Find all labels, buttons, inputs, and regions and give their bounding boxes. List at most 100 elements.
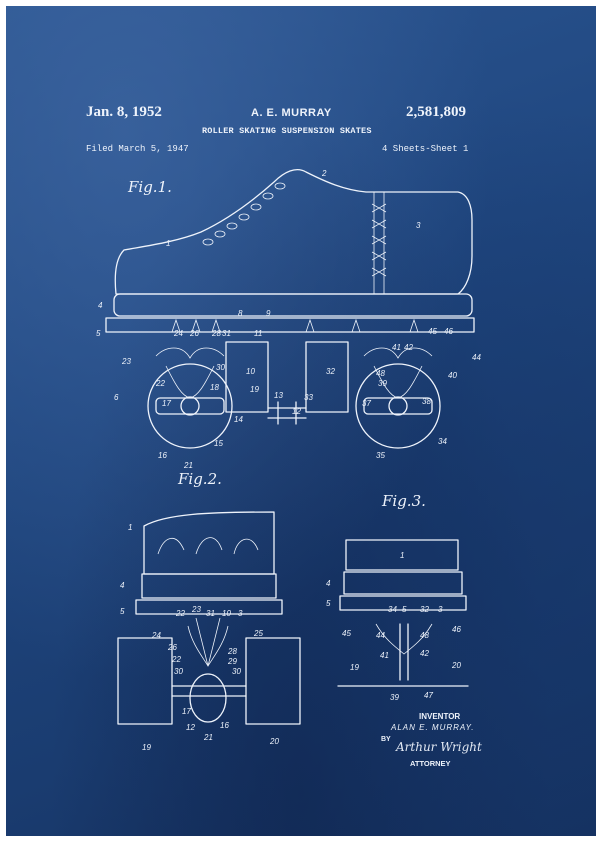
svg-text:22: 22 <box>175 609 185 618</box>
svg-text:38: 38 <box>422 397 431 406</box>
svg-text:32: 32 <box>420 605 429 614</box>
svg-text:1: 1 <box>128 523 132 532</box>
svg-text:5: 5 <box>96 329 101 338</box>
svg-text:42: 42 <box>404 343 413 352</box>
svg-text:3: 3 <box>238 609 243 618</box>
svg-text:8: 8 <box>238 309 243 318</box>
svg-text:46: 46 <box>444 327 453 336</box>
svg-text:15: 15 <box>214 439 223 448</box>
svg-text:30: 30 <box>216 363 225 372</box>
svg-text:10: 10 <box>222 609 231 618</box>
filed-date: Filed March 5, 1947 <box>86 144 189 154</box>
svg-text:39: 39 <box>390 693 399 702</box>
patent-date: Jan. 8, 1952 <box>86 104 162 120</box>
svg-text:5: 5 <box>120 607 125 616</box>
svg-text:45: 45 <box>342 629 351 638</box>
svg-text:19: 19 <box>142 743 151 752</box>
fig2-boot-folds <box>157 537 259 555</box>
attorney-label: ATTORNEY <box>410 759 451 768</box>
svg-text:5: 5 <box>402 605 407 614</box>
svg-text:37: 37 <box>362 399 371 408</box>
svg-text:3: 3 <box>438 605 443 614</box>
svg-text:10: 10 <box>246 367 255 376</box>
front-suspension-spring <box>155 347 225 399</box>
fig3-plate <box>339 595 467 611</box>
patent-number: 2,581,809 <box>406 104 466 120</box>
svg-text:2: 2 <box>321 169 327 178</box>
fig2-sole <box>141 573 277 599</box>
inventor-signature: ALAN E. MURRAY. <box>391 723 475 732</box>
svg-text:45: 45 <box>428 327 437 336</box>
svg-text:31: 31 <box>206 609 215 618</box>
svg-text:22: 22 <box>171 655 181 664</box>
svg-text:18: 18 <box>210 383 219 392</box>
svg-text:23: 23 <box>121 357 131 366</box>
fig2-plate <box>135 599 283 615</box>
svg-text:19: 19 <box>250 385 259 394</box>
fig2-wheel-right <box>245 637 301 725</box>
svg-text:34: 34 <box>388 605 397 614</box>
svg-text:16: 16 <box>158 451 167 460</box>
laces-front <box>371 203 387 277</box>
svg-text:28: 28 <box>211 329 221 338</box>
svg-text:31: 31 <box>222 329 231 338</box>
fig1-drawing: Fig.1. <box>96 168 481 470</box>
svg-text:3: 3 <box>416 221 421 230</box>
svg-text:24: 24 <box>151 631 161 640</box>
svg-text:19: 19 <box>350 663 359 672</box>
svg-text:29: 29 <box>227 657 237 666</box>
svg-text:48: 48 <box>420 631 429 640</box>
fig1-caption: Fig.1. <box>127 178 172 196</box>
sheet-count: 4 Sheets-Sheet 1 <box>382 144 469 154</box>
fig3-post <box>399 623 409 681</box>
svg-text:32: 32 <box>326 367 335 376</box>
svg-text:17: 17 <box>182 707 191 716</box>
svg-text:20: 20 <box>451 661 461 670</box>
svg-text:1: 1 <box>400 551 404 560</box>
svg-text:34: 34 <box>438 437 447 446</box>
skate-plate <box>105 317 475 333</box>
fig3-suspension <box>375 623 433 655</box>
front-wheel <box>147 363 233 449</box>
fig3-sole <box>343 571 463 595</box>
svg-text:17: 17 <box>162 399 171 408</box>
fig2-boot <box>143 511 275 575</box>
patent-title: ROLLER SKATING SUSPENSION SKATES <box>202 126 372 136</box>
svg-text:5: 5 <box>326 599 331 608</box>
svg-text:42: 42 <box>420 649 429 658</box>
blueprint-sheet: Fig.1. <box>6 6 596 836</box>
truck-rear <box>305 341 349 413</box>
svg-text:12: 12 <box>186 723 195 732</box>
fig3-caption: Fig.3. <box>381 492 426 510</box>
svg-text:30: 30 <box>174 667 183 676</box>
inventor-label: INVENTOR <box>419 712 461 721</box>
svg-text:30: 30 <box>232 667 241 676</box>
by-label: BY <box>381 736 391 743</box>
fig2-caption: Fig.2. <box>177 470 222 488</box>
svg-text:20: 20 <box>269 737 279 746</box>
svg-text:28: 28 <box>227 647 237 656</box>
fig2-hub <box>189 673 227 723</box>
svg-text:40: 40 <box>448 371 457 380</box>
rear-suspension-spring <box>363 347 433 399</box>
svg-text:12: 12 <box>292 407 301 416</box>
svg-text:39: 39 <box>378 379 387 388</box>
attorney-signature: Arthur Wright <box>396 740 482 754</box>
svg-text:4: 4 <box>120 581 125 590</box>
plate-bolts <box>171 318 419 333</box>
svg-text:9: 9 <box>266 309 271 318</box>
fig2-axle <box>171 685 247 697</box>
svg-text:16: 16 <box>220 721 229 730</box>
svg-text:22: 22 <box>155 379 165 388</box>
svg-text:33: 33 <box>304 393 313 402</box>
fig2-wheel-left <box>117 637 173 725</box>
svg-text:44: 44 <box>376 631 385 640</box>
svg-text:24: 24 <box>173 329 183 338</box>
inventor-name: A. E. MURRAY <box>251 107 332 119</box>
axle-connector <box>267 401 307 425</box>
svg-text:1: 1 <box>166 239 170 248</box>
svg-text:4: 4 <box>98 301 103 310</box>
